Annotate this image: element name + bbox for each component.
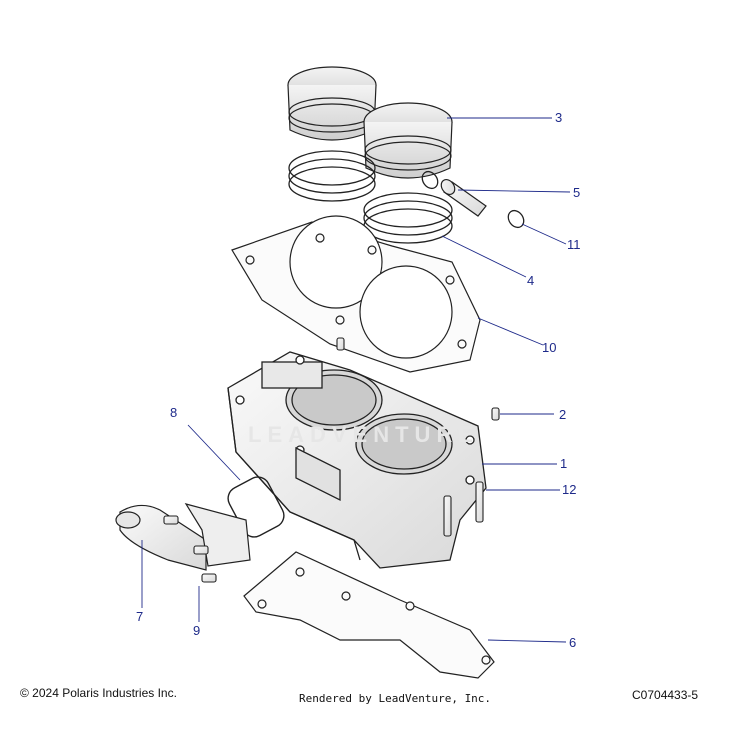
callout-1: 1: [560, 456, 568, 471]
callout-7: 7: [136, 609, 144, 624]
intake-bolts: [163, 515, 217, 583]
callout-4: 4: [527, 273, 535, 288]
pin-clip-top: [421, 170, 439, 190]
piston-rings-left: [288, 150, 376, 202]
dowel-pin-top: [336, 337, 345, 351]
piston-rings-right: [363, 192, 453, 244]
head-gasket: [231, 215, 481, 373]
callout-2: 2: [559, 407, 567, 422]
callout-6: 6: [569, 635, 577, 650]
leader-lines: [141, 117, 571, 643]
watermark-text: LEADVENTURE: [248, 422, 480, 447]
copyright-text: © 2024 Polaris Industries Inc.: [20, 686, 177, 700]
dowel-pin-right: [491, 407, 500, 421]
cylinder-studs: [443, 481, 484, 537]
base-gasket: [243, 551, 495, 679]
wrist-pin: [440, 178, 487, 217]
callout-11: 11: [567, 237, 581, 252]
piston-left: [287, 66, 377, 141]
intake-elbow: [115, 503, 251, 571]
callout-8: 8: [170, 405, 178, 420]
piston-right: [363, 102, 453, 179]
callout-10: 10: [542, 340, 557, 355]
cylinder-block: [227, 351, 487, 569]
callout-9: 9: [193, 623, 201, 638]
rendered-by-text: Rendered by LeadVenture, Inc.: [299, 692, 492, 705]
diagram-code: C0704433-5: [632, 688, 699, 702]
callout-12: 12: [562, 482, 577, 497]
callout-3: 3: [555, 110, 563, 125]
pin-clip-bottom: [507, 209, 525, 229]
callout-5: 5: [573, 185, 581, 200]
